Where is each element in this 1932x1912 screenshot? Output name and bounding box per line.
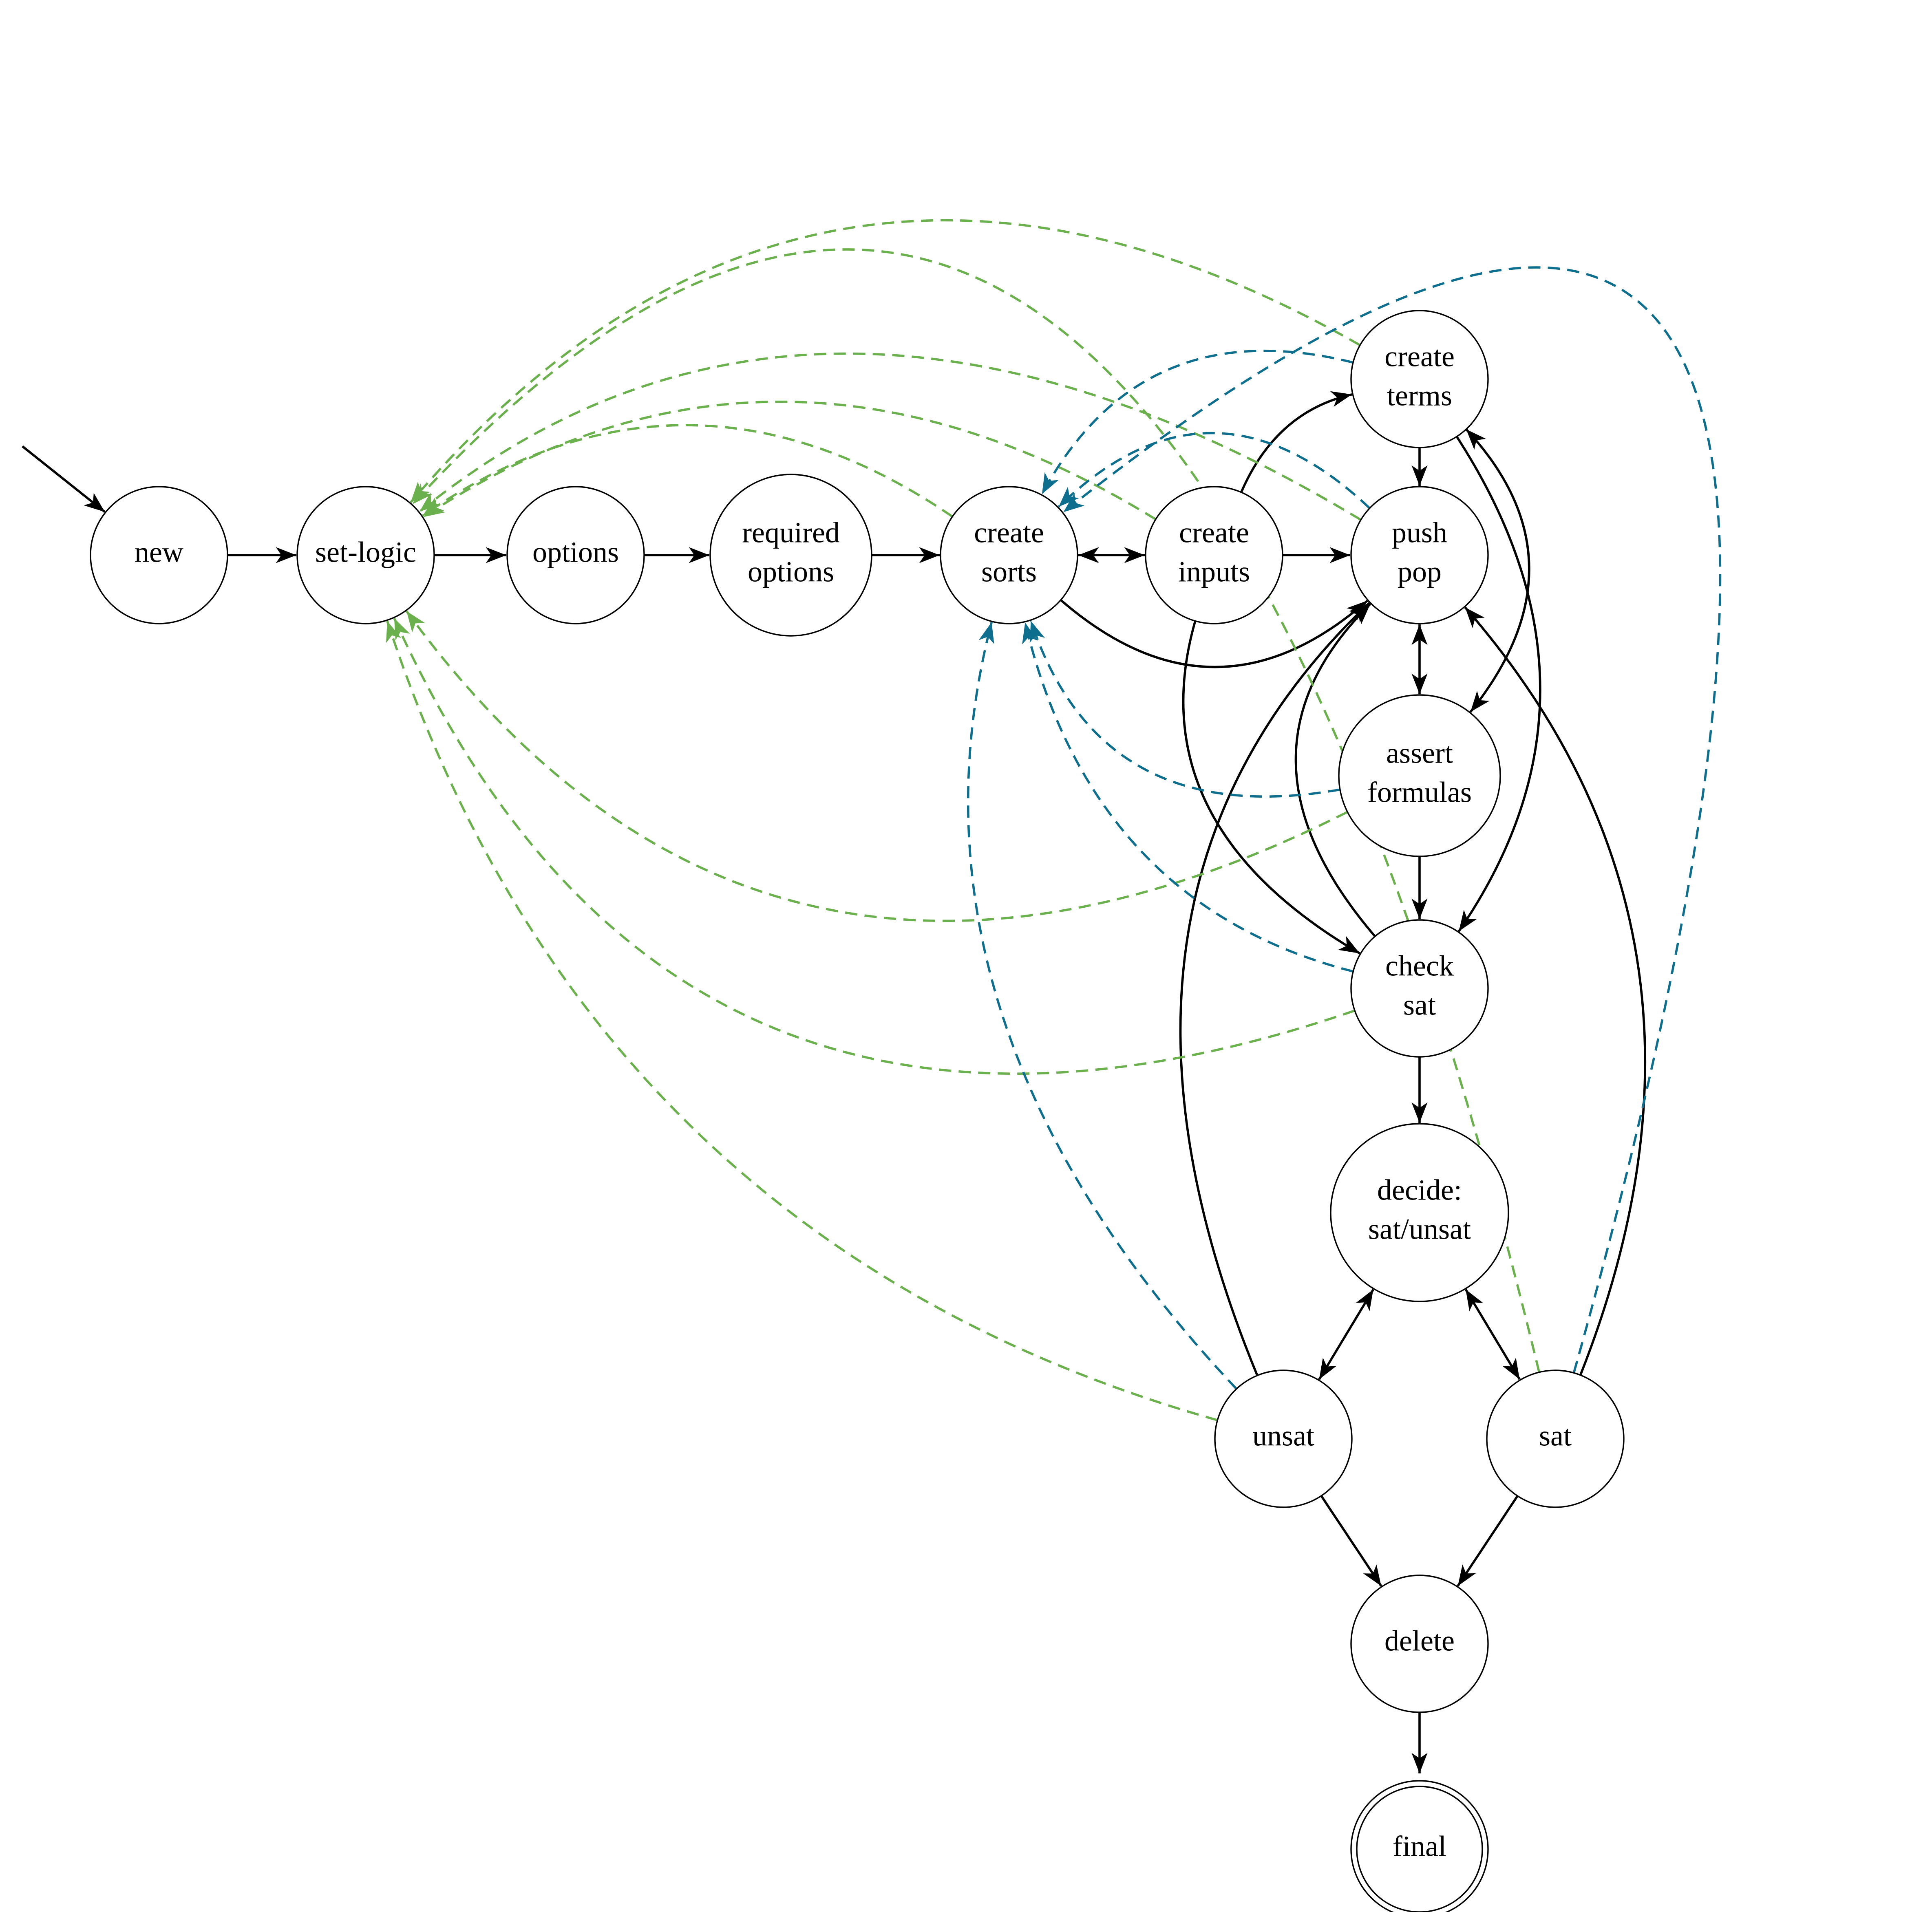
edge-create-terms-to-create-sorts <box>1041 349 1354 495</box>
state-required-options-label-line-2: options <box>748 556 834 588</box>
state-assert-formulas-label-line-1: assert <box>1386 737 1453 770</box>
state-create-terms-label-line-1: create <box>1384 340 1455 373</box>
state-create-inputs: create inputs <box>1145 486 1283 624</box>
state-required-options: required options <box>709 474 872 637</box>
state-check-sat-circle <box>1350 919 1489 1058</box>
edge-unsat-to-push-pop <box>1179 602 1370 1376</box>
state-required-options-label-line-1: required <box>742 516 840 549</box>
edge-decide-to-unsat <box>1318 1289 1374 1380</box>
state-new-label-line-1: new <box>135 536 183 569</box>
edge-sat-to-delete <box>1457 1495 1519 1587</box>
state-push-pop-circle <box>1350 486 1489 624</box>
state-create-terms-label-line-2: terms <box>1387 379 1452 412</box>
edges-layer <box>22 219 1722 1773</box>
state-sat: sat <box>1486 1369 1625 1508</box>
state-final-label-line-1: final <box>1393 1830 1446 1863</box>
state-create-terms-circle <box>1350 310 1489 448</box>
initial-state-arrow <box>22 445 106 513</box>
state-delete: delete <box>1350 1575 1489 1713</box>
state-push-pop-label-line-2: pop <box>1398 556 1442 588</box>
state-push-pop: push pop <box>1350 486 1489 624</box>
state-delete-circle <box>1350 1575 1489 1713</box>
state-create-sorts-label-line-1: create <box>974 516 1044 549</box>
state-decide: decide: sat/unsat <box>1330 1123 1509 1302</box>
state-decide-circle <box>1330 1123 1509 1302</box>
state-unsat: unsat <box>1214 1369 1353 1508</box>
edge-create-inputs-to-create-terms <box>1240 391 1352 493</box>
state-new-circle <box>90 486 228 624</box>
state-options-circle <box>506 486 645 624</box>
state-check-sat-label-line-1: check <box>1385 950 1454 982</box>
edge-sat-to-push-pop <box>1464 606 1647 1376</box>
state-assert-formulas-circle <box>1338 694 1501 857</box>
edge-unsat-to-delete <box>1320 1495 1382 1587</box>
state-delete-label-line-1: delete <box>1384 1625 1455 1657</box>
state-create-inputs-circle <box>1145 486 1283 624</box>
edge-create-inputs-to-check-sat <box>1182 620 1360 955</box>
edge-create-sorts-to-push-pop <box>1060 599 1368 668</box>
edge-sat-to-create-sorts <box>1062 266 1722 1374</box>
state-set-logic-label-line-1: set-logic <box>315 536 416 569</box>
state-final-accepting-ring <box>1356 1786 1483 1912</box>
edge-assert-formulas-to-set-logic <box>405 610 1348 922</box>
state-create-sorts-label-line-2: sorts <box>981 556 1037 588</box>
state-create-sorts-circle <box>940 486 1078 624</box>
state-sat-circle <box>1486 1369 1625 1508</box>
state-create-inputs-label-line-2: inputs <box>1178 556 1250 588</box>
state-check-sat-label-line-2: sat <box>1403 989 1436 1021</box>
edge-unsat-to-set-logic <box>386 620 1218 1421</box>
state-decide-label-line-2: sat/unsat <box>1368 1213 1471 1246</box>
state-set-logic: set-logic <box>296 486 435 624</box>
state-unsat-label-line-1: unsat <box>1252 1420 1314 1452</box>
edge-assert-formulas-to-create-sorts <box>1029 620 1340 798</box>
state-create-sorts: create sorts <box>940 486 1078 624</box>
state-decide-label-line-1: decide: <box>1377 1174 1462 1206</box>
edge-unsat-to-create-sorts <box>967 622 1237 1390</box>
state-create-terms: create terms <box>1350 310 1489 448</box>
edge-check-sat-to-set-logic <box>393 617 1356 1075</box>
state-required-options-circle <box>709 474 872 637</box>
edge-create-terms-to-check-sat <box>1455 436 1541 932</box>
edge-push-pop-to-set-logic <box>419 352 1362 521</box>
state-assert-formulas: assert formulas <box>1338 694 1501 857</box>
edge-push-pop-to-create-sorts <box>1058 432 1371 509</box>
edge-create-terms-to-set-logic <box>410 219 1361 503</box>
edge-check-sat-to-push-pop <box>1294 603 1376 937</box>
state-assert-formulas-label-line-2: formulas <box>1367 776 1472 809</box>
edge-create-terms-to-assert-formulas <box>1465 428 1530 713</box>
state-options-label-line-1: options <box>532 536 619 569</box>
state-check-sat: check sat <box>1350 919 1489 1058</box>
state-push-pop-label-line-1: push <box>1392 516 1447 549</box>
edge-create-sorts-to-set-logic <box>422 424 953 518</box>
state-create-inputs-label-line-1: create <box>1179 516 1249 549</box>
state-final: final <box>1350 1780 1489 1912</box>
edge-create-inputs-to-set-logic <box>423 400 1157 520</box>
state-new: new <box>90 486 228 624</box>
edge-decide-to-sat <box>1464 1289 1521 1380</box>
state-unsat-circle <box>1214 1369 1353 1508</box>
state-options: options <box>506 486 645 624</box>
state-sat-label-line-1: sat <box>1539 1420 1572 1452</box>
nodes-layer: new set-logic options required options create… <box>90 310 1625 1912</box>
state-set-logic-circle <box>296 486 435 624</box>
